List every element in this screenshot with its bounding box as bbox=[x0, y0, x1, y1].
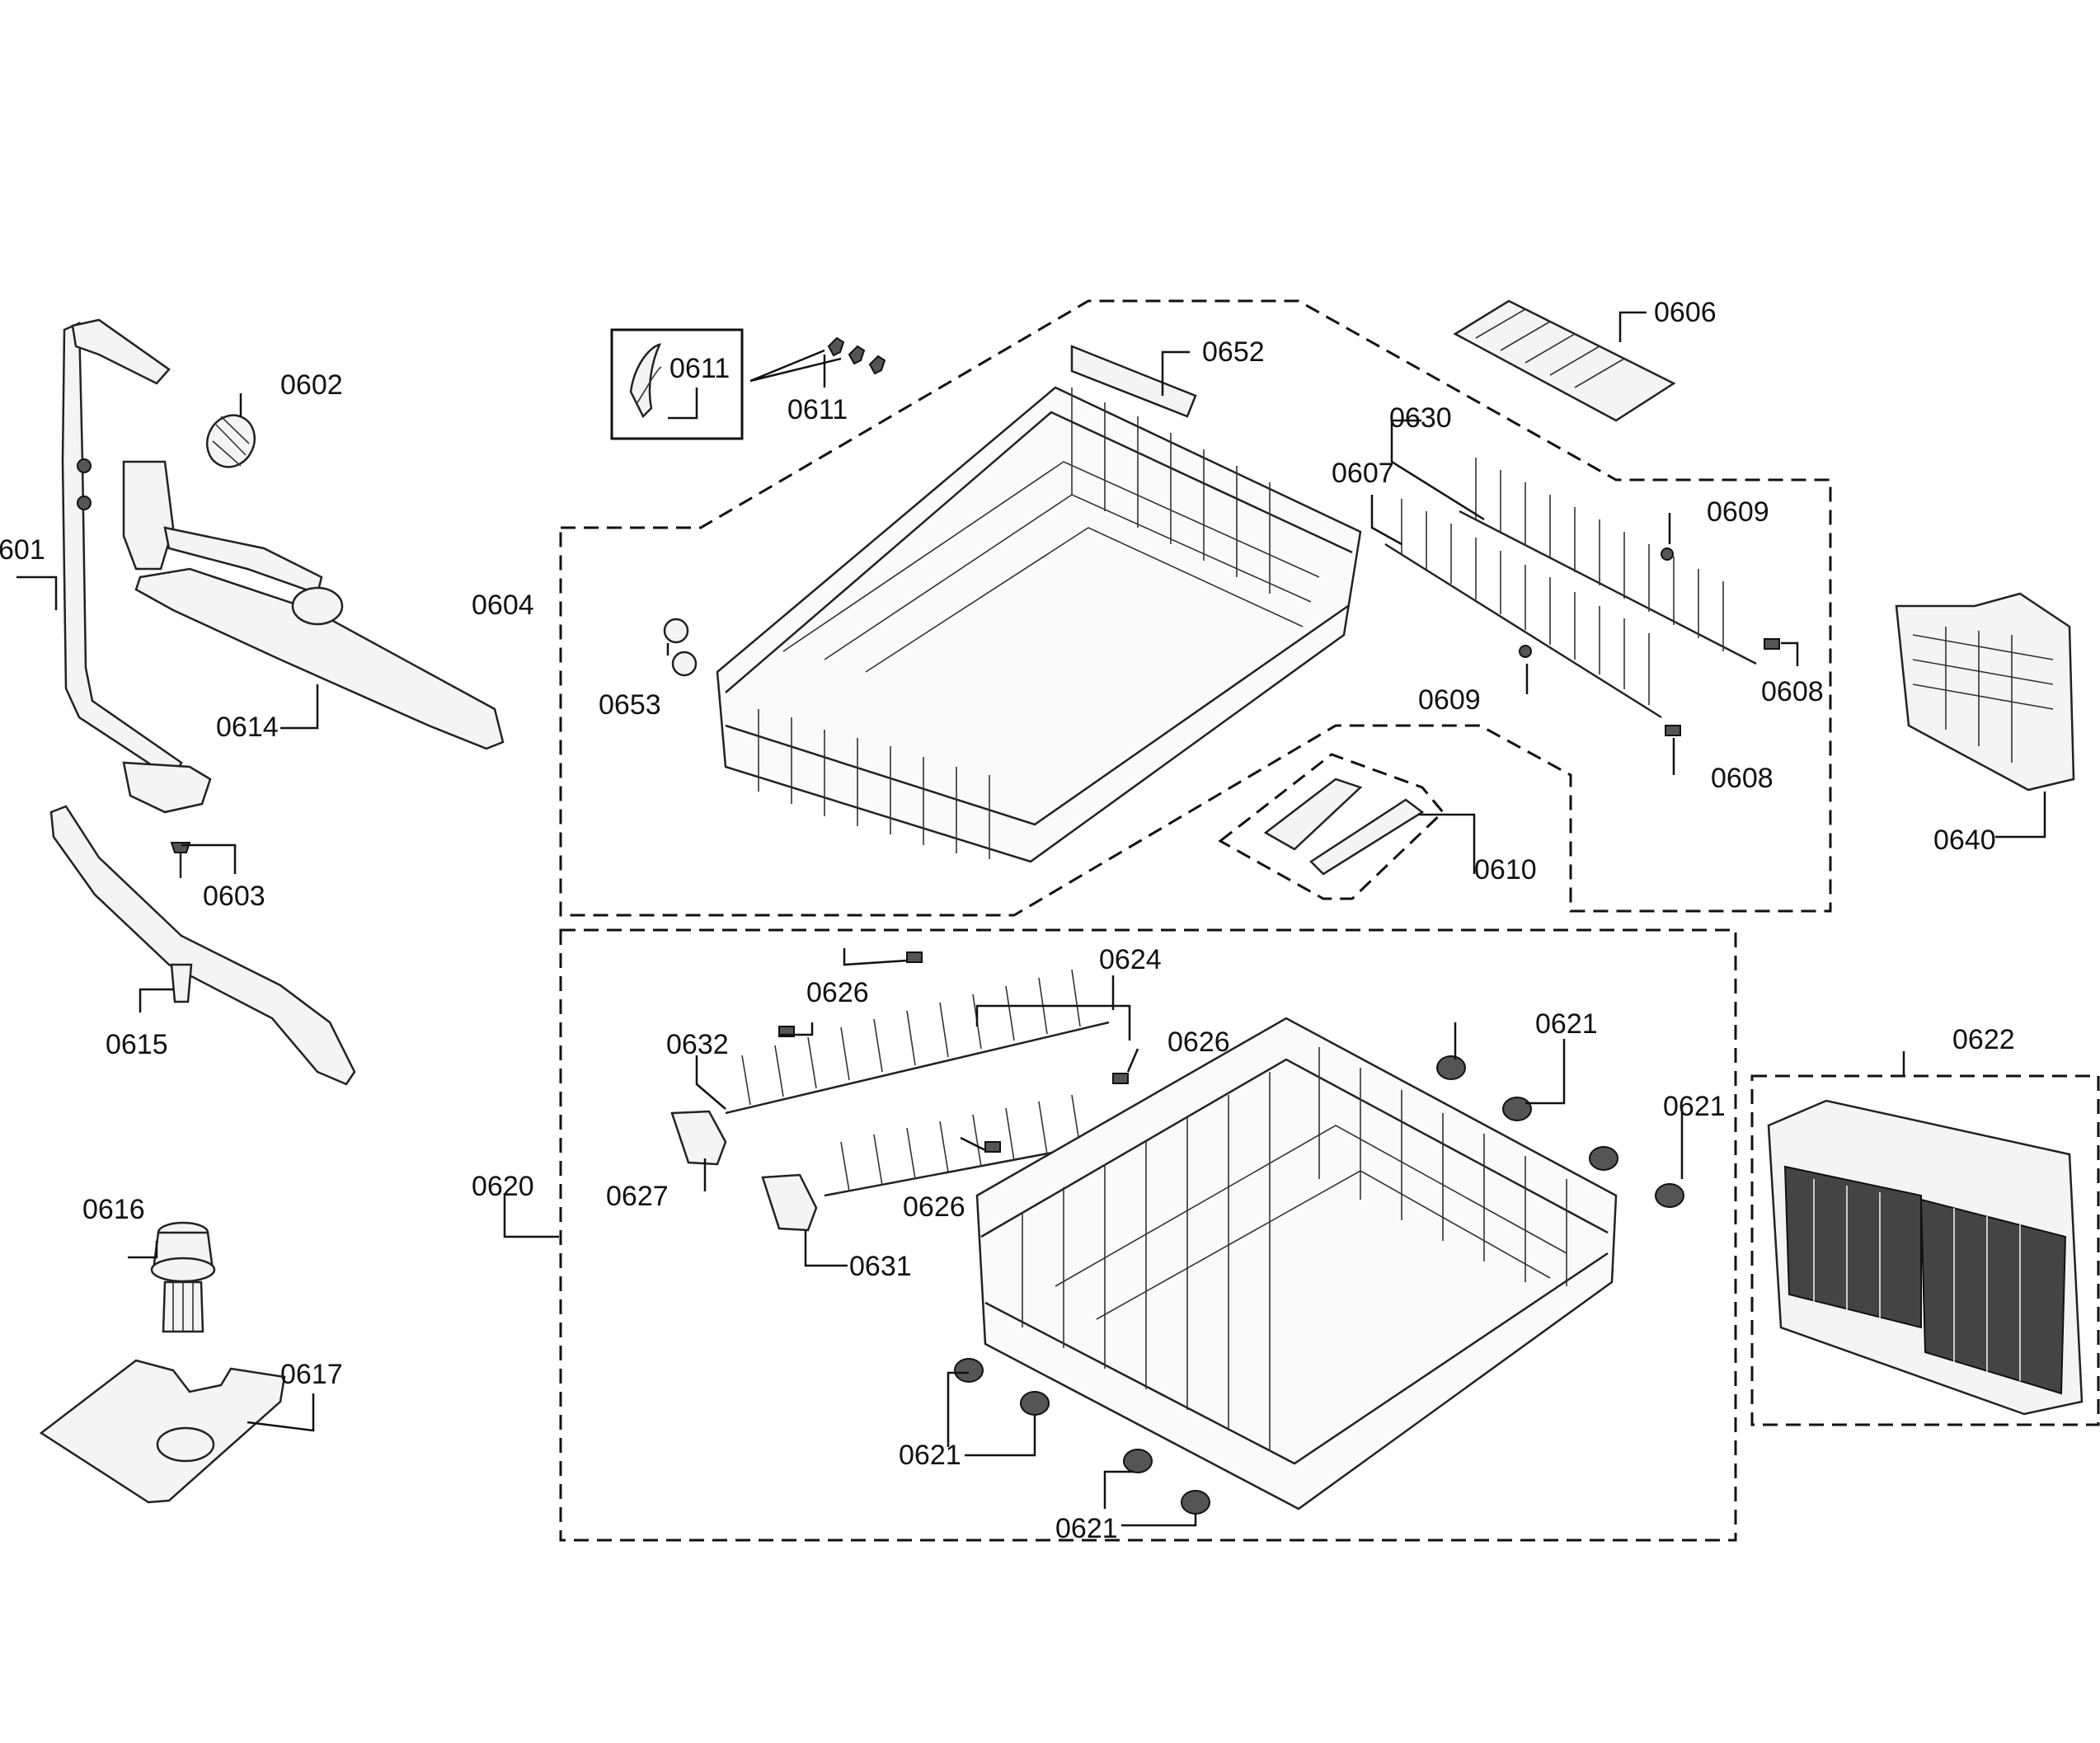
screw-part bbox=[170, 842, 191, 878]
lower-rack-group-outline bbox=[559, 928, 1737, 1542]
callout-0626-top: 0626 bbox=[806, 977, 869, 1008]
callout-0630: 0630 bbox=[1389, 402, 1452, 434]
callout-0621-a: 0621 bbox=[1535, 1008, 1598, 1040]
callout-601: 601 bbox=[0, 534, 45, 566]
callout-0611-box: 0611 bbox=[669, 353, 730, 384]
callout-0608-upper: 0608 bbox=[1761, 676, 1824, 707]
callout-0609-upper: 0609 bbox=[1707, 496, 1769, 528]
rack-handle-group-outline bbox=[1218, 753, 1445, 900]
callout-0620: 0620 bbox=[472, 1171, 534, 1202]
callout-0616: 0616 bbox=[82, 1194, 145, 1225]
callout-0614: 0614 bbox=[216, 712, 279, 743]
callout-0653: 0653 bbox=[599, 689, 661, 721]
group-boundaries bbox=[559, 299, 2100, 1542]
callout-labels: 601 0602 0603 0604 0606 0607 0608 0608 0… bbox=[0, 297, 2015, 1544]
rack-handle-part bbox=[1263, 778, 1425, 876]
fine-filter-part bbox=[150, 1221, 216, 1333]
cup-shelf-part bbox=[1453, 299, 1676, 422]
cutlery-basket-group-outline bbox=[1750, 1074, 2100, 1426]
callout-0607: 0607 bbox=[1332, 458, 1394, 489]
callout-0608-lower: 0608 bbox=[1711, 763, 1773, 794]
callout-0624: 0624 bbox=[1099, 944, 1162, 975]
upper-spray-arm-part bbox=[122, 460, 505, 750]
cutlery-basket-part bbox=[1767, 1099, 2084, 1416]
callout-0604: 0604 bbox=[472, 590, 534, 621]
callout-0626-right: 0626 bbox=[1167, 1027, 1230, 1058]
callout-0621-d: 0621 bbox=[1055, 1513, 1118, 1544]
upper-rack-part bbox=[663, 386, 1362, 863]
callout-0640: 0640 bbox=[1933, 825, 1996, 856]
callout-0622: 0622 bbox=[1952, 1024, 2015, 1055]
callout-0610: 0610 bbox=[1474, 854, 1537, 886]
clip-detail-box bbox=[610, 328, 744, 440]
callout-0621-b: 0621 bbox=[1663, 1091, 1726, 1122]
callout-0621-c: 0621 bbox=[899, 1440, 961, 1471]
callout-0606: 0606 bbox=[1654, 297, 1717, 328]
rack-clips-part bbox=[629, 336, 886, 419]
callout-0603: 0603 bbox=[203, 881, 265, 912]
callout-0615: 0615 bbox=[106, 1029, 168, 1060]
callout-0627: 0627 bbox=[606, 1181, 669, 1212]
callout-0626-bottom: 0626 bbox=[903, 1191, 965, 1223]
callout-0652: 0652 bbox=[1202, 336, 1265, 368]
callout-0631: 0631 bbox=[849, 1251, 912, 1282]
spray-supply-tube-part bbox=[61, 318, 212, 814]
callout-0611: 0611 bbox=[787, 394, 848, 425]
lower-rack-part bbox=[975, 1017, 1618, 1510]
callout-0632: 0632 bbox=[666, 1029, 729, 1060]
filter-plate-part bbox=[39, 1359, 286, 1504]
leader-lines bbox=[16, 311, 2046, 1527]
rack-wheels-part bbox=[954, 1055, 1684, 1515]
upper-rack-group-outline bbox=[559, 299, 1832, 917]
callout-0617: 0617 bbox=[280, 1359, 343, 1390]
small-cap-part bbox=[205, 414, 256, 468]
lower-spray-arm-part bbox=[49, 805, 356, 1086]
tine-brackets-part bbox=[670, 1110, 818, 1232]
callout-0609-lower: 0609 bbox=[1418, 684, 1481, 716]
rack-bracket-part bbox=[1070, 345, 1197, 418]
side-basket-part bbox=[1895, 592, 2075, 792]
callout-0602: 0602 bbox=[280, 369, 343, 401]
folding-tines-part bbox=[1384, 458, 1780, 736]
